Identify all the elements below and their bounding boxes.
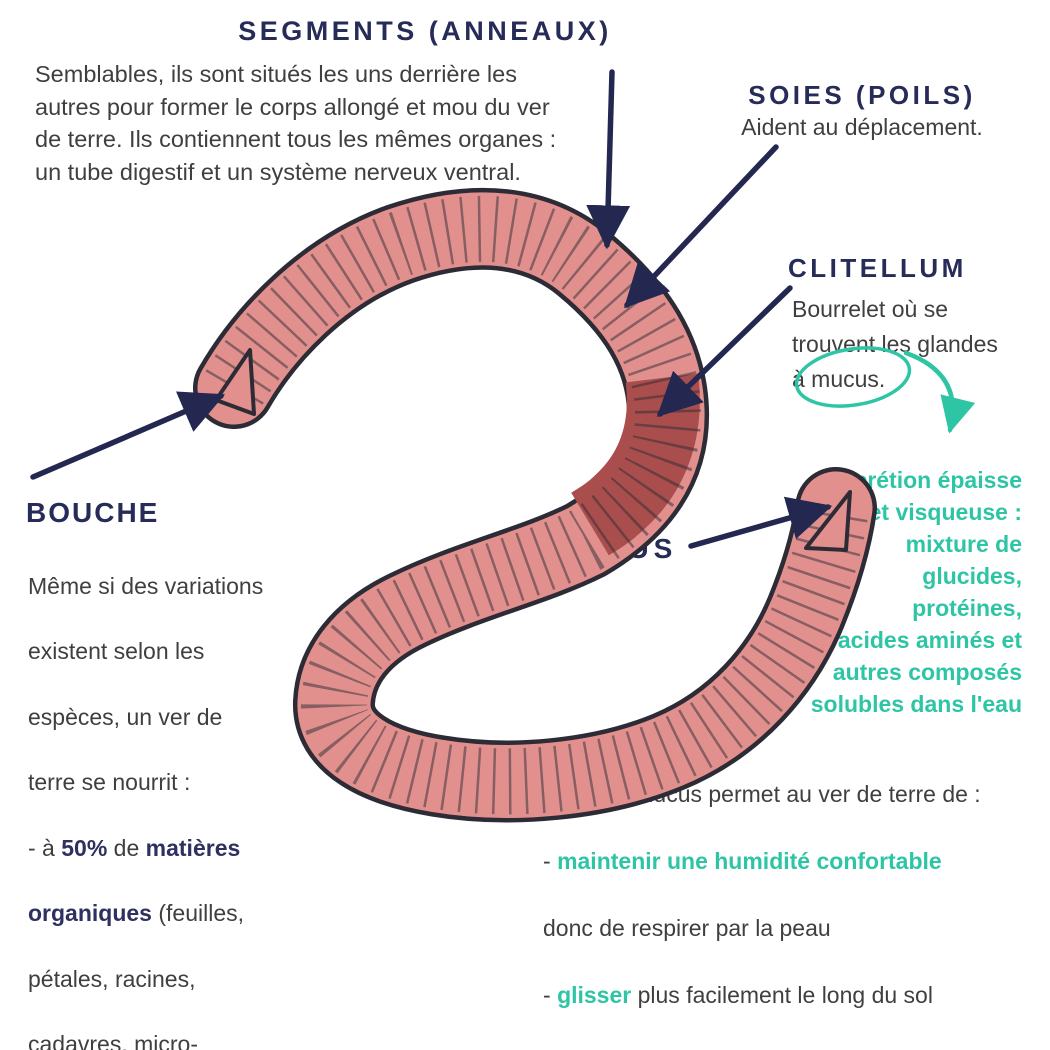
mucus-line: - cimenter les parois des galeries — [543, 1046, 1040, 1050]
clitellum-title: CLITELLUM — [788, 253, 967, 283]
mucus-line: donc de respirer par la peau — [543, 914, 831, 941]
bouche-arrow — [30, 391, 226, 480]
bouche-line: espèces, un ver de — [28, 703, 223, 730]
soies-description: Aident au déplacement. — [741, 114, 983, 140]
mucus-line: - maintenir une humidité confortable — [543, 847, 942, 874]
secretion-note: Sécrétion épaisse et visqueuse : mixture… — [810, 467, 1022, 717]
mucus-line: Le mucus permet au ver de terre de : — [602, 780, 981, 807]
mucus-line: - glisser plus facilement le long du sol — [543, 981, 933, 1008]
worm-head — [214, 348, 256, 416]
anus-title: ANUS — [578, 533, 678, 564]
segments-title: SEGMENTS (ANNEAUX) — [238, 16, 612, 46]
segments-description: Semblables, ils sont situés les uns derr… — [35, 61, 557, 185]
bouche-line: terre se nourrit : — [28, 769, 191, 795]
bouche-title: BOUCHE — [26, 497, 160, 528]
bouche-line: organiques (feuilles, — [28, 900, 245, 926]
clitellum-description: Bourrelet où se trouvent les glandes à m… — [792, 296, 998, 392]
bouche-description: Même si des variations existent selon le… — [28, 537, 328, 1050]
bouche-line: existent selon les — [28, 638, 205, 664]
bouche-line: Même si des variations — [28, 572, 264, 599]
clitellum-region — [571, 373, 700, 556]
bouche-line: - à 50% de matières — [28, 834, 241, 861]
bouche-line: pétales, racines, — [28, 965, 196, 992]
clitellum-arrow — [656, 285, 793, 418]
soies-title: SOIES (POILS) — [748, 80, 976, 110]
mucus-description: Le mucus permet au ver de terre de : - m… — [543, 744, 1040, 1050]
soies-arrow — [623, 144, 779, 309]
bouche-line: cadavres, micro- — [28, 1031, 198, 1050]
